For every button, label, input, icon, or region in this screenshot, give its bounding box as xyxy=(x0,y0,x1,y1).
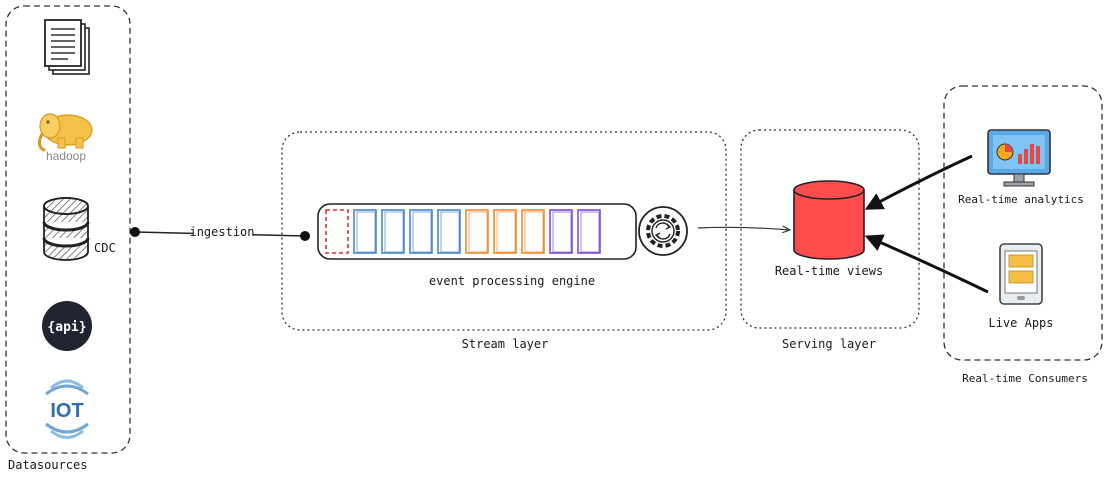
documents-icon xyxy=(44,19,90,75)
serving-layer-group: Real-time views Serving layer xyxy=(740,129,920,351)
serving-layer-label: Serving layer xyxy=(782,337,876,351)
datasources-group: hadoop CDC {api} IOT Datasources xyxy=(5,5,131,472)
api-icon: {api} xyxy=(42,301,92,351)
ingestion-connector: ingestion xyxy=(130,224,310,241)
apps-to-views-arrow xyxy=(864,234,989,294)
queue-slot-sketch xyxy=(468,211,488,253)
queue-slot-sketch xyxy=(356,211,376,253)
stream-layer-group: event processing engine Stream layer xyxy=(281,131,727,351)
queue-slot xyxy=(437,209,461,254)
api-text: {api} xyxy=(47,320,86,335)
realtime-views-label: Real-time views xyxy=(775,264,883,278)
queue-slot xyxy=(409,209,433,254)
consumers-boundary xyxy=(943,85,1103,361)
queue-slot-sketch xyxy=(580,211,600,253)
queue-slot xyxy=(521,209,545,254)
queue-slot xyxy=(353,209,377,254)
queue-slot xyxy=(549,209,573,254)
gear-icon xyxy=(638,206,688,256)
cdc-label: CDC xyxy=(94,241,116,255)
queue-slots xyxy=(325,209,601,254)
database-icon xyxy=(42,197,90,261)
queue-slot-sketch xyxy=(524,211,544,253)
realtime-analytics-label: Real-time analytics xyxy=(958,193,1084,206)
queue-slot-sketch xyxy=(440,211,460,253)
queue-slot xyxy=(381,209,405,254)
hadoop-icon: hadoop xyxy=(37,113,93,163)
ingestion-start-dot xyxy=(130,227,140,237)
ingestion-label: ingestion xyxy=(189,225,254,239)
queue-slot-sketch xyxy=(384,211,404,253)
stream-layer-label: Stream layer xyxy=(462,337,549,351)
queue-slot-sketch xyxy=(412,211,432,253)
live-apps-icon xyxy=(999,243,1043,305)
queue-slot xyxy=(465,209,489,254)
iot-text: IOT xyxy=(50,400,83,422)
realtime-consumers-label: Real-time Consumers xyxy=(962,372,1088,385)
hadoop-text: hadoop xyxy=(46,149,86,163)
datasources-label: Datasources xyxy=(8,458,87,472)
analytics-dashboard-icon xyxy=(987,129,1051,187)
analytics-to-views-arrow xyxy=(864,154,973,210)
realtime-views-database-icon xyxy=(793,180,865,260)
consumers-group: Real-time analytics Live Apps Real-time … xyxy=(943,85,1103,385)
stream-to-serving-arrow xyxy=(697,227,790,230)
engine-label: event processing engine xyxy=(429,274,595,288)
queue-slot xyxy=(493,209,517,254)
stream-layer-boundary xyxy=(281,131,727,331)
event-queue xyxy=(317,203,637,260)
queue-slot-sketch xyxy=(496,211,516,253)
live-apps-label: Live Apps xyxy=(988,316,1053,330)
queue-slot xyxy=(325,209,349,254)
queue-slot-sketch xyxy=(552,211,572,253)
queue-slot xyxy=(577,209,601,254)
iot-icon: IOT xyxy=(45,379,89,439)
datasources-boundary xyxy=(5,5,131,454)
ingestion-end-dot xyxy=(300,231,310,241)
serving-layer-boundary xyxy=(740,129,920,329)
